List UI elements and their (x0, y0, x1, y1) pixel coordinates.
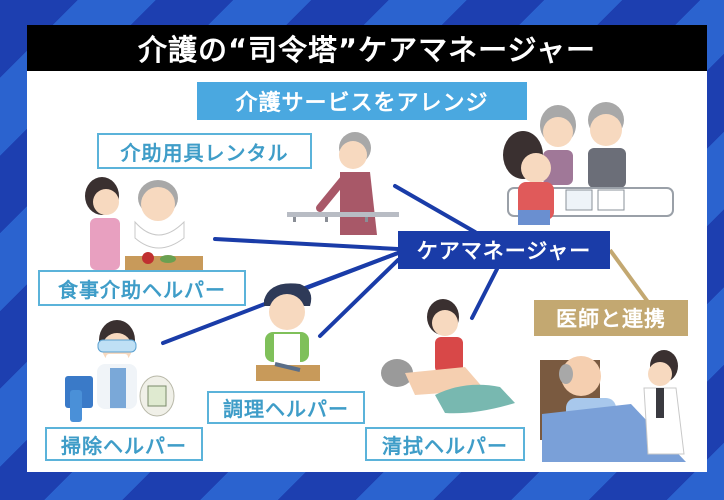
service-label-meal-assistance: 食事介助ヘルパー (38, 270, 246, 306)
care-manager-node: ケアマネージャー (398, 231, 610, 269)
care-manager-consultation-illustration (503, 102, 674, 225)
service-arrange-banner: 介護サービスをアレンジ (197, 82, 527, 120)
service-label-cleaning: 掃除ヘルパー (45, 427, 203, 461)
service-label-cooking: 調理ヘルパー (207, 391, 365, 424)
cooking-helper-illustration (256, 283, 320, 381)
page-title: 介護の“司令塔”ケアマネージャー (27, 25, 707, 71)
service-label-equipment-rental: 介助用具レンタル (97, 133, 312, 169)
doctor-link-label: 医師と連携 (534, 300, 688, 336)
meal-assistance-illustration (85, 177, 203, 270)
cleaning-helper-illustration (65, 320, 175, 422)
doctor-visit-illustration (536, 344, 688, 464)
elderly-handrail-illustration (287, 132, 399, 235)
service-label-bed-bath: 清拭ヘルパー (365, 427, 525, 461)
bed-bath-helper-illustration (381, 299, 515, 414)
